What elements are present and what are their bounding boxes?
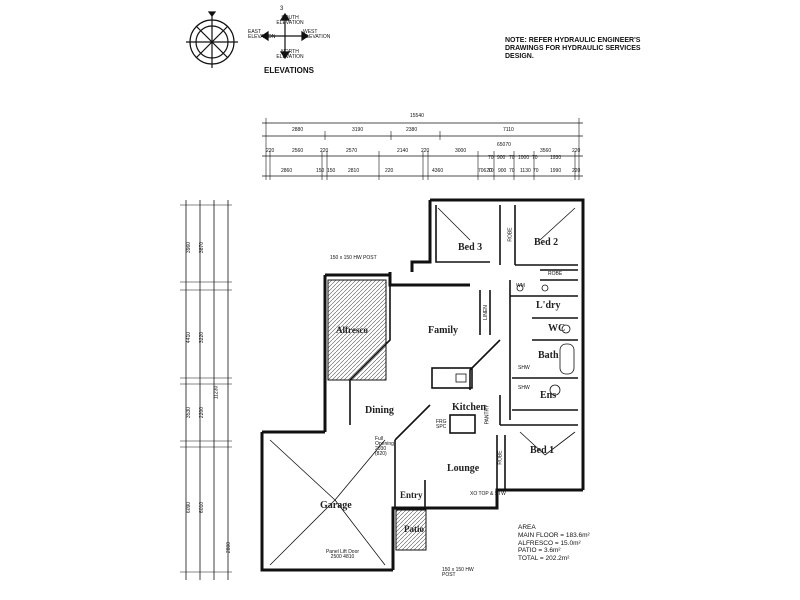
dim-row3-9: 1130 [520, 168, 531, 174]
dim-row2-extra-3: 70 [509, 155, 515, 161]
exterior-walls [260, 198, 585, 572]
room-lounge: Lounge [447, 463, 480, 474]
room-bed2: Bed 2 [534, 237, 559, 248]
dim-row3-0: 2860 [281, 168, 293, 174]
west-elevation-label: WEST ELEVATION [303, 29, 331, 40]
dim-row2-5: 220 [421, 148, 430, 154]
area-title: AREA [518, 524, 536, 531]
elevation-key-icon [260, 12, 310, 60]
south-elevation-label: SOUTH ELEVATION [276, 15, 304, 26]
robe-bed3: ROBE [507, 227, 514, 242]
linen-label: LINEN [482, 305, 489, 320]
dim-row2-7: 3560 [540, 148, 552, 154]
dim-row1-b: 3190 [352, 127, 364, 133]
dim-row3-5: 4360 [432, 168, 444, 174]
dim-row1-a: 2880 [292, 127, 304, 133]
garage-door-label: Panel Lift Door 2500 4810 [325, 549, 360, 560]
xo-top-stw-label: XO TOP & STW [470, 491, 506, 497]
north-elevation-label: NORTH ELEVATION [276, 49, 304, 60]
pantry-label: PANTRY [484, 404, 491, 425]
dim-row2-extra-0: 65070 [497, 142, 511, 148]
room-garage: Garage [320, 500, 352, 511]
elevation-3-num: 3 [280, 6, 284, 12]
dim-row3-11: 1990 [550, 168, 562, 174]
room-bed3: Bed 3 [458, 242, 483, 253]
elevations-title: ELEVATIONS [264, 66, 314, 75]
robe-bed1: ROBE [497, 450, 504, 465]
roof-lines [269, 207, 576, 566]
area-alfresco: ALFRESCO = 15.0m² [518, 539, 581, 547]
dim-left-total: 11230 [213, 385, 220, 400]
dim-row3-10: 70 [533, 168, 539, 174]
room-alfresco: Alfresco [336, 325, 368, 335]
dim-row3-12: 220 [572, 168, 581, 174]
room-wc: WC [548, 323, 566, 334]
dim-row2-extra-1: 70 [488, 155, 494, 161]
dim-left-mid-2: 2200 [199, 406, 206, 419]
area-total: TOTAL = 202.2m² [518, 555, 570, 563]
dim-row3-extra-0: 70620 [478, 168, 492, 174]
dim-row3-7: 900 [498, 168, 507, 174]
dim-left-mid-3: 6010 [199, 501, 206, 514]
room-bath: Bath [538, 350, 559, 361]
fixtures [455, 284, 575, 396]
dim-row2-6: 3000 [455, 148, 467, 154]
dim-row3-1: 150 [316, 168, 325, 174]
patio-hatch [395, 509, 427, 551]
room-family: Family [428, 325, 458, 336]
room-laundry: L'dry [536, 300, 561, 311]
dim-row3-8: 70 [509, 168, 515, 174]
dim-row1-c: 2380 [406, 127, 418, 133]
shower-label-ens: SHW [518, 385, 530, 391]
dim-row3-3: 2810 [348, 168, 360, 174]
dim-left-inner-0: 2800 [226, 541, 233, 554]
dim-row2-4: 2140 [397, 148, 409, 154]
room-dining: Dining [365, 405, 394, 416]
dim-row2-extra-4: 1000 [518, 155, 530, 161]
dim-row2-1: 2560 [292, 148, 304, 154]
room-bed1: Bed 1 [530, 445, 555, 456]
hydraulic-note: NOTE: REFER HYDRAULIC ENGINEER'S DRAWING… [505, 37, 641, 61]
dim-overall: 15540 [410, 113, 424, 119]
top-dimension-lines [262, 118, 583, 180]
room-entry: Entry [400, 490, 423, 500]
hw-post-bottom: 150 x 150 HW POST [442, 567, 474, 578]
dim-row3-4: 220 [385, 168, 394, 174]
dim-row2-8: 220 [572, 148, 581, 154]
dim-row3-2: 150 [327, 168, 336, 174]
room-kitchen: Kitchen [452, 402, 486, 413]
dim-row1-d: 7110 [503, 127, 514, 133]
room-ensuite: Ens [540, 390, 557, 401]
washing-machine-label: WM [516, 283, 525, 289]
dim-left-mid-1: 3220 [199, 331, 206, 344]
room-patio: Patio [404, 524, 424, 534]
dim-row2-2: 220 [320, 148, 329, 154]
area-patio: PATIO = 3.6m² [518, 547, 561, 555]
dim-row2-extra-2: 900 [497, 155, 506, 161]
dim-left-mid-0: 3870 [199, 241, 206, 254]
full-opening-label: Full Opening 2030 (820) [375, 436, 394, 457]
compass-rose-icon [186, 11, 238, 68]
dim-row2-3: 2570 [346, 148, 358, 154]
area-summary: AREA MAIN FLOOR = 183.6m² ALFRESCO = 15.… [518, 524, 590, 563]
dim-row2-0: 220 [266, 148, 275, 154]
area-main-floor: MAIN FLOOR = 183.6m² [518, 531, 590, 539]
shower-label-bath: SHW [518, 365, 530, 371]
dim-left-0: 3960 [186, 241, 193, 254]
hw-post-top: 150 x 150 HW POST [330, 255, 377, 261]
dim-row2-extra-6: 1930 [550, 155, 562, 161]
alfresco-hatch [327, 279, 387, 381]
dim-left-2: 3530 [186, 406, 193, 419]
fridge-space-label: FRG SPC [436, 419, 447, 430]
dim-left-1: 4410 [186, 331, 193, 344]
dim-left-3: 6090 [186, 501, 193, 514]
left-dimension-lines [180, 200, 232, 580]
robe-bed2: ROBE [548, 271, 563, 277]
dim-row2-extra-5: 70 [532, 155, 538, 161]
east-elevation-label: EAST ELEVATION [248, 29, 276, 40]
dim-row3-6: 70 [488, 168, 494, 174]
